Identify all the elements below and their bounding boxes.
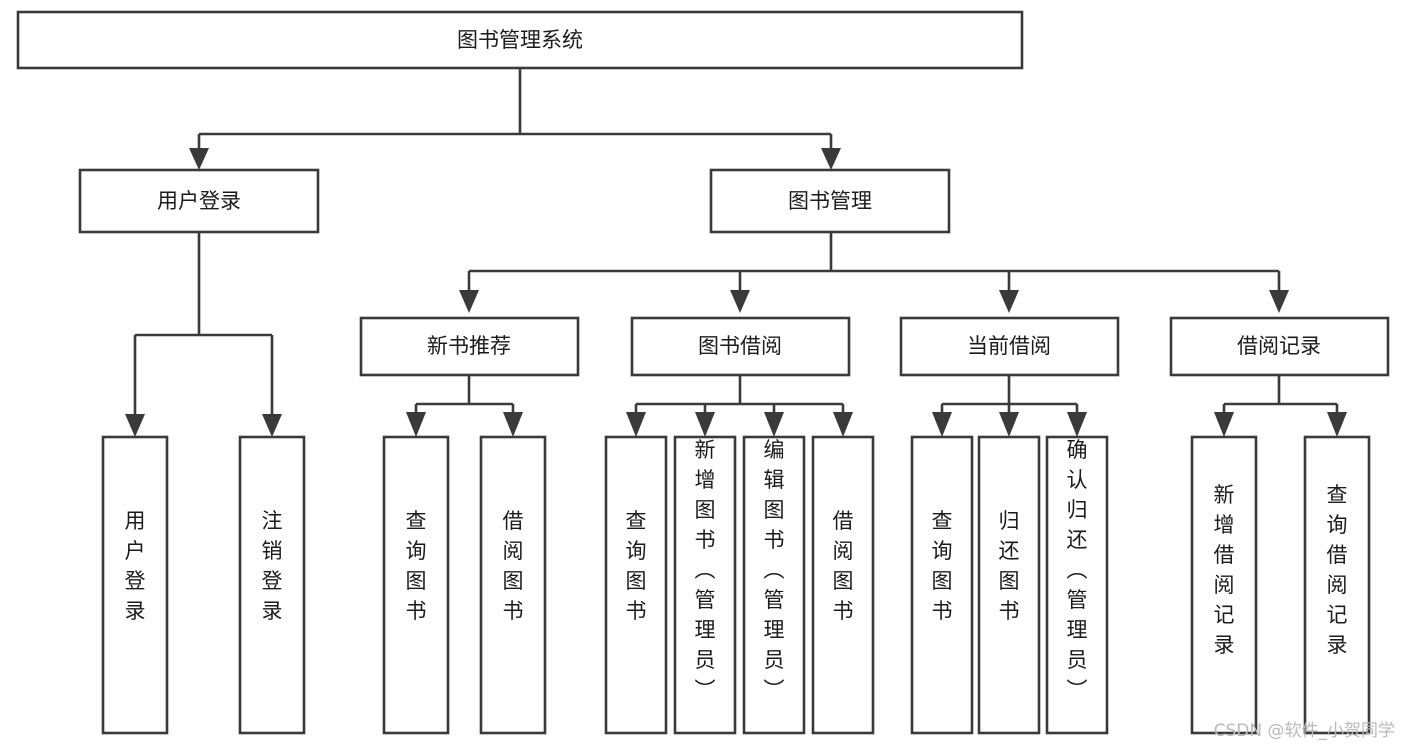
watermark: CSDN @软件_小贺同学 (1213, 721, 1395, 741)
node-leaf-edit-book-admin[interactable]: 编辑图书︵管理员︶ (742, 435, 806, 735)
node-leaf-add-book-admin[interactable]: 新增图书︵管理员︶ (673, 435, 737, 735)
node-leaf-box[interactable] (811, 435, 875, 735)
node-leaf-box[interactable] (1045, 435, 1109, 735)
arrow-head-icon (999, 412, 1019, 437)
node-new-book-recommend-box[interactable] (359, 316, 580, 377)
node-user-login-box[interactable] (78, 168, 320, 234)
node-current-borrow-box[interactable] (899, 316, 1120, 377)
node-leaf-box[interactable] (479, 435, 547, 735)
node-leaf-box[interactable] (910, 435, 974, 735)
node-leaf-label: 借阅图书 (503, 509, 524, 623)
node-leaf-label: 查询借阅记录 (1327, 483, 1348, 657)
arrow-head-icon (503, 412, 523, 437)
node-leaf-box[interactable] (742, 435, 806, 735)
node-root-box[interactable] (16, 10, 1024, 70)
arrow-head-icon (125, 414, 145, 437)
arrow-head-icon (262, 414, 282, 437)
arrow-head-icon (1327, 412, 1347, 437)
arrow-head-icon (1067, 412, 1087, 437)
connector-root-to-level2 (189, 68, 841, 170)
arrow-head-icon (999, 290, 1019, 313)
node-leaf-label: 新增借阅记录 (1214, 483, 1235, 657)
connector-record-to-leaves (1214, 375, 1347, 437)
node-user-login[interactable]: 用户登录 (78, 168, 320, 234)
node-leaf-box[interactable] (101, 435, 169, 735)
node-new-book-recommend[interactable]: 新书推荐 (359, 316, 580, 377)
connector-current-to-leaves (932, 375, 1087, 437)
node-user-login-label: 用户登录 (157, 189, 241, 213)
node-borrow-record-box[interactable] (1169, 316, 1390, 377)
node-leaf-logout[interactable]: 注销登录 (238, 435, 306, 735)
node-root-label: 图书管理系统 (457, 28, 583, 52)
connector-userlogin-to-leaves (125, 232, 282, 437)
node-root[interactable]: 图书管理系统 (16, 10, 1024, 70)
node-new-book-recommend-label: 新书推荐 (427, 334, 511, 358)
node-leaf-box[interactable] (604, 435, 668, 735)
node-leaf-query-book-2[interactable]: 查询图书 (604, 435, 668, 735)
node-leaf-query-book-1[interactable]: 查询图书 (382, 435, 450, 735)
node-current-borrow[interactable]: 当前借阅 (899, 316, 1120, 377)
node-leaf-label: 用户登录 (125, 509, 146, 623)
node-leaf-box[interactable] (1303, 435, 1371, 735)
node-book-borrow[interactable]: 图书借阅 (630, 316, 851, 377)
arrow-head-icon (730, 290, 750, 313)
node-leaf-query-borrow-record[interactable]: 查询借阅记录 (1303, 435, 1371, 735)
node-leaf-label: 注销登录 (262, 509, 283, 623)
node-leaf-box[interactable] (238, 435, 306, 735)
arrow-head-icon (1269, 290, 1289, 313)
node-borrow-record-label: 借阅记录 (1237, 334, 1321, 358)
node-leaf-return-book[interactable]: 归还图书 (977, 435, 1041, 735)
node-book-management[interactable]: 图书管理 (709, 168, 951, 234)
arrow-head-icon (1214, 412, 1234, 437)
node-leaf-box[interactable] (382, 435, 450, 735)
node-leaf-box[interactable] (673, 435, 737, 735)
node-leaf-label: 编辑图书︵管理员︶ (764, 438, 785, 702)
node-leaf-label: 查询图书 (406, 509, 427, 623)
node-leaf-label: 查询图书 (626, 509, 647, 623)
node-current-borrow-label: 当前借阅 (967, 334, 1051, 358)
node-leaf-label: 归还图书 (999, 509, 1020, 623)
arrow-head-icon (821, 148, 841, 170)
node-leaf-user-login[interactable]: 用户登录 (101, 435, 169, 735)
node-leaf-confirm-return-admin[interactable]: 确认归还︵管理员︶ (1045, 435, 1109, 735)
node-leaf-query-book-3[interactable]: 查询图书 (910, 435, 974, 735)
arrow-head-icon (764, 412, 784, 437)
connector-newbook-to-leaves (406, 375, 523, 437)
arrow-head-icon (189, 148, 209, 170)
connector-bookmgmt-to-level3 (459, 232, 1289, 313)
node-leaf-box[interactable] (977, 435, 1041, 735)
node-leaf-box[interactable] (1190, 435, 1258, 735)
arrow-head-icon (626, 412, 646, 437)
node-leaf-borrow-book-1[interactable]: 借阅图书 (479, 435, 547, 735)
node-leaf-add-borrow-record[interactable]: 新增借阅记录 (1190, 435, 1258, 735)
node-leaf-label: 查询图书 (932, 509, 953, 623)
node-borrow-record[interactable]: 借阅记录 (1169, 316, 1390, 377)
arrow-head-icon (833, 412, 853, 437)
node-leaf-label: 新增图书︵管理员︶ (695, 438, 716, 702)
node-book-borrow-label: 图书借阅 (698, 334, 782, 358)
arrow-head-icon (406, 412, 426, 437)
arrow-head-icon (932, 412, 952, 437)
arrow-head-icon (695, 412, 715, 437)
node-book-management-box[interactable] (709, 168, 951, 234)
node-book-management-label: 图书管理 (788, 189, 872, 213)
arrow-head-icon (459, 290, 479, 313)
node-leaf-label: 确认归还︵管理员︶ (1067, 438, 1088, 702)
node-leaf-label: 借阅图书 (833, 509, 854, 623)
node-leaf-borrow-book-2[interactable]: 借阅图书 (811, 435, 875, 735)
node-book-borrow-box[interactable] (630, 316, 851, 377)
connector-borrow-to-leaves (626, 375, 853, 437)
